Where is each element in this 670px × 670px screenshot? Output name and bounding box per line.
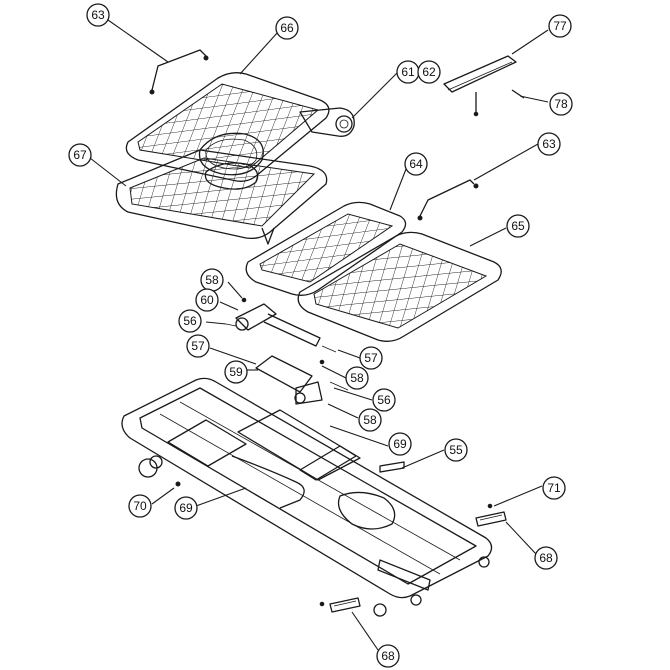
base-frame-part bbox=[121, 377, 493, 599]
callout-78: 78 bbox=[549, 92, 573, 116]
leader-lines bbox=[89, 19, 549, 651]
caster-wheel-part bbox=[138, 455, 490, 617]
callout-56-upper: 56 bbox=[178, 309, 202, 333]
svg-text:59: 59 bbox=[229, 365, 243, 379]
svg-text:56: 56 bbox=[377, 393, 391, 407]
callout-69-left: 69 bbox=[174, 496, 198, 520]
callout-57-right: 57 bbox=[359, 346, 383, 370]
svg-text:55: 55 bbox=[449, 443, 463, 457]
svg-text:60: 60 bbox=[200, 293, 214, 307]
callout-63-right: 63 bbox=[537, 132, 561, 156]
handle-bar-part-top bbox=[149, 49, 209, 95]
svg-text:69: 69 bbox=[393, 437, 407, 451]
callout-60: 60 bbox=[195, 288, 219, 312]
svg-text:70: 70 bbox=[133, 499, 147, 513]
svg-text:58: 58 bbox=[205, 273, 219, 287]
svg-text:58: 58 bbox=[363, 413, 377, 427]
foot-deck-panel-part bbox=[297, 231, 502, 342]
svg-text:61: 61 bbox=[401, 65, 415, 79]
cover-plate-part bbox=[443, 55, 525, 117]
svg-text:68: 68 bbox=[539, 551, 553, 565]
actuator-part-lower bbox=[255, 355, 349, 405]
handle-bar-part-right bbox=[417, 179, 479, 221]
callout-68-bottom: 68 bbox=[376, 644, 400, 668]
svg-text:65: 65 bbox=[511, 219, 525, 233]
svg-text:57: 57 bbox=[364, 351, 378, 365]
callout-65: 65 bbox=[506, 214, 530, 238]
svg-text:68: 68 bbox=[381, 649, 395, 663]
svg-text:58: 58 bbox=[350, 371, 364, 385]
svg-text:63: 63 bbox=[542, 137, 556, 151]
callout-58-upper: 58 bbox=[200, 268, 224, 292]
svg-text:77: 77 bbox=[553, 19, 567, 33]
svg-text:69: 69 bbox=[179, 501, 193, 515]
svg-text:56: 56 bbox=[183, 314, 197, 328]
svg-text:64: 64 bbox=[409, 157, 423, 171]
callout-71: 71 bbox=[542, 476, 566, 500]
svg-text:71: 71 bbox=[547, 481, 561, 495]
callout-77: 77 bbox=[548, 14, 572, 38]
small-parts bbox=[175, 461, 507, 613]
svg-text:63: 63 bbox=[91, 8, 105, 22]
callout-62: 62 bbox=[417, 60, 441, 84]
callout-61: 61 bbox=[396, 60, 420, 84]
callout-66: 66 bbox=[275, 16, 299, 40]
callout-64: 64 bbox=[404, 152, 428, 176]
callout-57-left: 57 bbox=[186, 334, 210, 358]
svg-text:62: 62 bbox=[422, 65, 436, 79]
callout-56-lower: 56 bbox=[372, 388, 396, 412]
callout-68-right: 68 bbox=[534, 546, 558, 570]
svg-text:66: 66 bbox=[280, 21, 294, 35]
back-deck-panel-part bbox=[115, 149, 328, 240]
callout-69-right: 69 bbox=[388, 432, 412, 456]
seat-deck-panel-part bbox=[245, 201, 407, 296]
callout-59: 59 bbox=[224, 360, 248, 384]
callout-63-top: 63 bbox=[86, 3, 110, 27]
svg-text:57: 57 bbox=[191, 339, 205, 353]
callout-58-lower: 58 bbox=[358, 408, 382, 432]
callout-67: 67 bbox=[68, 143, 92, 167]
callout-55: 55 bbox=[444, 438, 468, 462]
actuator-part-upper bbox=[225, 297, 337, 353]
callout-58-middle: 58 bbox=[345, 366, 369, 390]
svg-text:67: 67 bbox=[73, 148, 87, 162]
callout-70: 70 bbox=[128, 494, 152, 518]
svg-text:78: 78 bbox=[554, 97, 568, 111]
